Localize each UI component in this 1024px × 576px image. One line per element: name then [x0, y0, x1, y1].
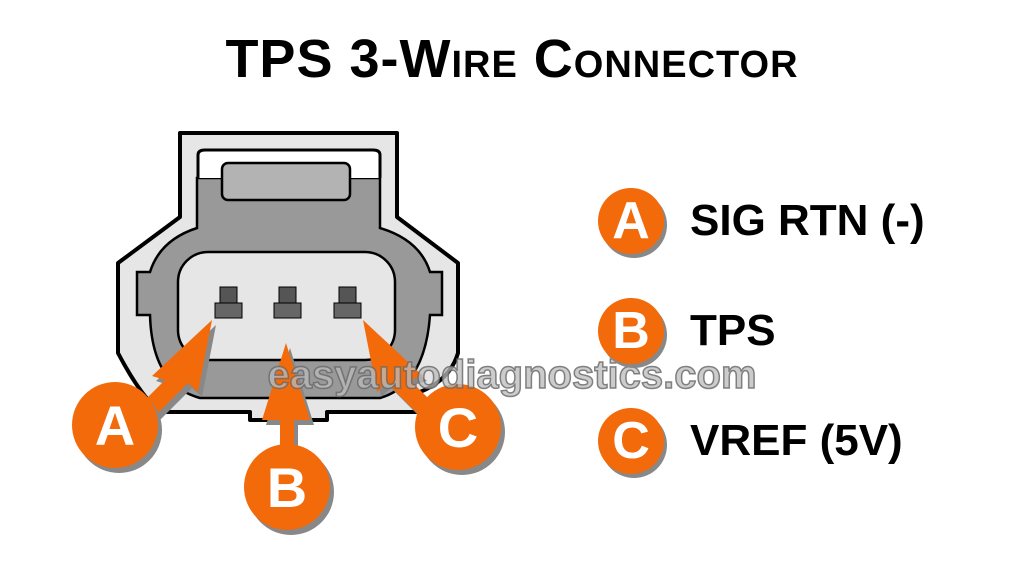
svg-text:C: C — [438, 396, 478, 459]
watermark: easyautodiagnostics.com — [267, 353, 756, 397]
legend-item-c: C VREF (5V) — [598, 406, 903, 476]
callout-c: C — [415, 384, 505, 475]
svg-text:A: A — [95, 394, 135, 457]
svg-text:B: B — [267, 456, 307, 519]
legend-badge-c: C — [598, 408, 664, 474]
legend-item-b: B TPS — [598, 296, 776, 366]
legend-badge-a: A — [598, 188, 664, 254]
legend-label-a: SIG RTN (-) — [690, 196, 925, 245]
legend-label-c: VREF (5V) — [690, 416, 903, 465]
callout-a: A — [72, 382, 162, 473]
arrow-c — [363, 320, 450, 423]
legend-item-a: A SIG RTN (-) — [598, 186, 925, 256]
latch-bar — [220, 161, 352, 202]
legend-label-b: TPS — [690, 306, 776, 355]
legend-badge-b: B — [598, 298, 664, 364]
callout-b: B — [244, 444, 334, 535]
arrow-a — [125, 320, 212, 423]
pin-a — [214, 286, 243, 319]
pin-b — [273, 286, 302, 319]
arrow-b — [262, 343, 310, 470]
pin-c — [333, 286, 362, 319]
diagram-title: TPS 3-Wire Connector — [225, 29, 799, 89]
